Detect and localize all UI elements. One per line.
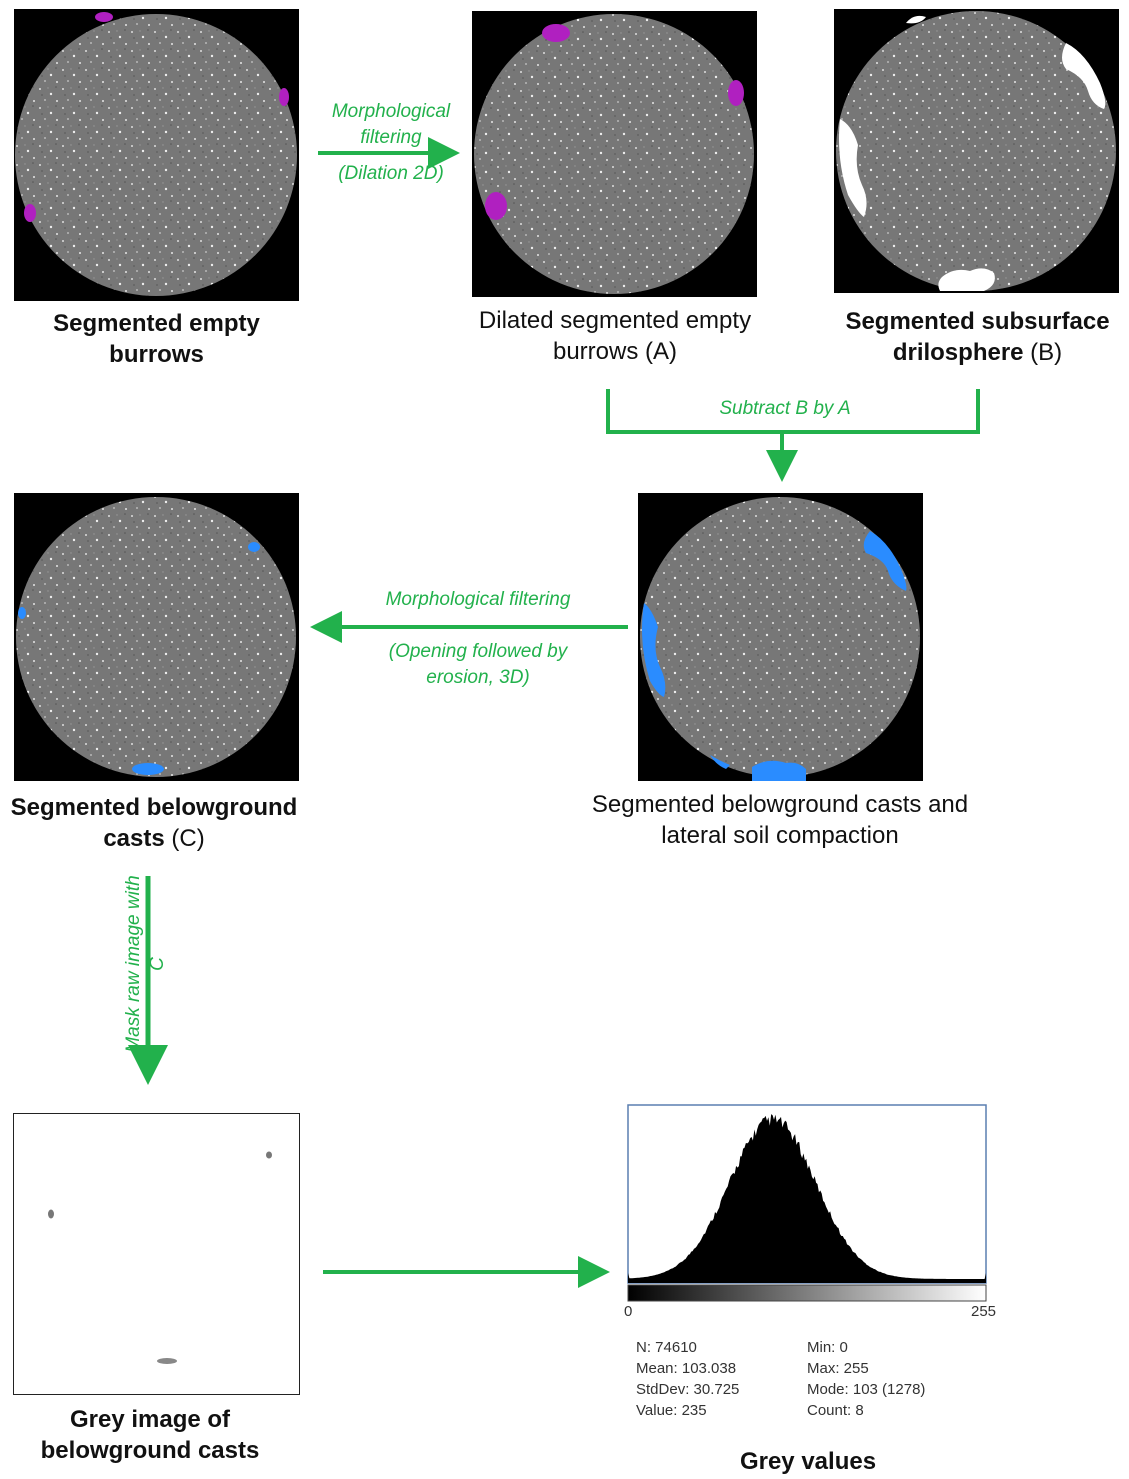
stat-mode: Mode: 103 (1278) [807,1381,926,1398]
caption-empty-burrows: Segmented empty burrows [14,308,299,370]
caption-drilosphere-plain: (B) [1023,339,1063,366]
label-dilation-line1: Morphological filtering [331,101,451,148]
ct-image-casts-compaction [638,493,923,781]
stat-n: N: 74610 [636,1339,697,1356]
label-mask-text: Mask raw image with C [123,875,168,1053]
ct-image-empty-burrows [14,9,299,301]
caption-histogram-bold: Grey values [739,1448,877,1475]
grey-image-panel [13,1113,300,1395]
stat-min: Min: 0 [807,1339,848,1356]
label-opening-line1: Morphological filtering [385,589,571,610]
label-opening: Morphological filtering (Opening followe… [356,587,600,691]
stat-value: Value: 235 [636,1402,707,1419]
caption-drilosphere: Segmented subsurface drilosphere (B) [820,306,1129,368]
label-opening-line2: (Opening followed by erosion, 3D) [388,641,568,688]
ct-image-belowground-casts [14,493,299,781]
caption-dilated-text: Dilated segmented empty burrows (A) [478,307,752,365]
stat-mean: Mean: 103.038 [636,1360,737,1377]
arrow-subtract-bracket [606,389,980,434]
ct-image-dilated-burrows [472,11,757,297]
caption-empty-burrows-bold: Segmented empty burrows [53,310,260,368]
histogram-axis-min: 0 [624,1303,633,1320]
caption-belowground-casts: Segmented belowground casts (C) [4,792,304,854]
histogram-stats-right: Min: 0 Max: 255 Mode: 103 (1278) Count: … [807,1337,925,1421]
stat-max: Max: 255 [807,1360,869,1377]
caption-casts-compaction-text: Segmented belowground casts and lateral … [591,791,969,849]
histogram-axis-max: 255 [971,1303,997,1320]
label-dilation-line2: (Dilation 2D) [338,163,444,184]
caption-dilated: Dilated segmented empty burrows (A) [460,305,770,367]
histogram-panel [627,1104,987,1302]
stat-stddev: StdDev: 30.725 [636,1381,740,1398]
histogram-chart [627,1104,987,1302]
caption-casts-compaction: Segmented belowground casts and lateral … [560,789,1000,851]
caption-histogram: Grey values [700,1446,916,1477]
caption-drilosphere-bold: Segmented subsurface drilosphere [845,308,1110,366]
ct-image-drilosphere [834,9,1119,293]
label-subtract-text: Subtract B by A [719,398,851,419]
caption-belowground-casts-bold: Segmented belowground casts [10,794,298,852]
histogram-stats-left: N: 74610 Mean: 103.038 StdDev: 30.725 Va… [636,1337,739,1421]
label-mask: Mask raw image with C [122,874,170,1054]
stat-count: Count: 8 [807,1402,864,1419]
label-subtract: Subtract B by A [690,396,880,422]
caption-belowground-casts-plain: (C) [164,825,205,852]
caption-grey-image: Grey image of belowground casts [0,1404,300,1466]
caption-grey-image-bold: Grey image of belowground casts [40,1406,260,1464]
label-dilation: Morphological filtering (Dilation 2D) [318,99,464,187]
